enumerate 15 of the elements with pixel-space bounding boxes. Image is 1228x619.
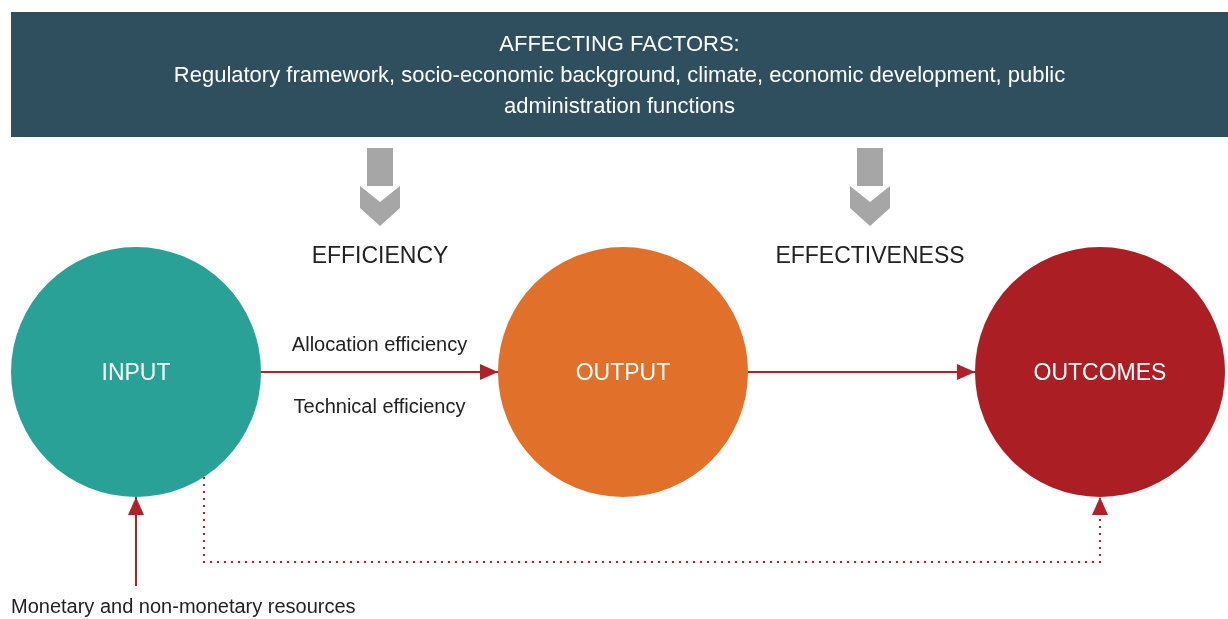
arrow bbox=[128, 496, 144, 587]
edge-label: Allocation efficiency bbox=[291, 332, 468, 356]
banner-box bbox=[11, 12, 1228, 137]
arrow bbox=[260, 364, 499, 380]
node-label: EFFICIENCY bbox=[311, 241, 449, 269]
circle-label: INPUT bbox=[101, 358, 171, 386]
efficiency-note: Technical efficiency bbox=[293, 394, 466, 418]
circle-label: OUTCOMES bbox=[1033, 358, 1167, 386]
factors-text: Regulatory framework, socio-economic background, climate, economic development, public administration functions bbox=[172, 61, 1067, 120]
circle-label: OUTPUT bbox=[575, 358, 671, 386]
banner-heading: AFFECTING FACTORS: bbox=[499, 30, 740, 58]
arrow bbox=[747, 364, 976, 380]
arrow bbox=[203, 476, 1108, 563]
node-label: EFFECTIVENESS bbox=[775, 241, 965, 269]
node-label: Monetary and non-monetary resources bbox=[11, 595, 356, 618]
